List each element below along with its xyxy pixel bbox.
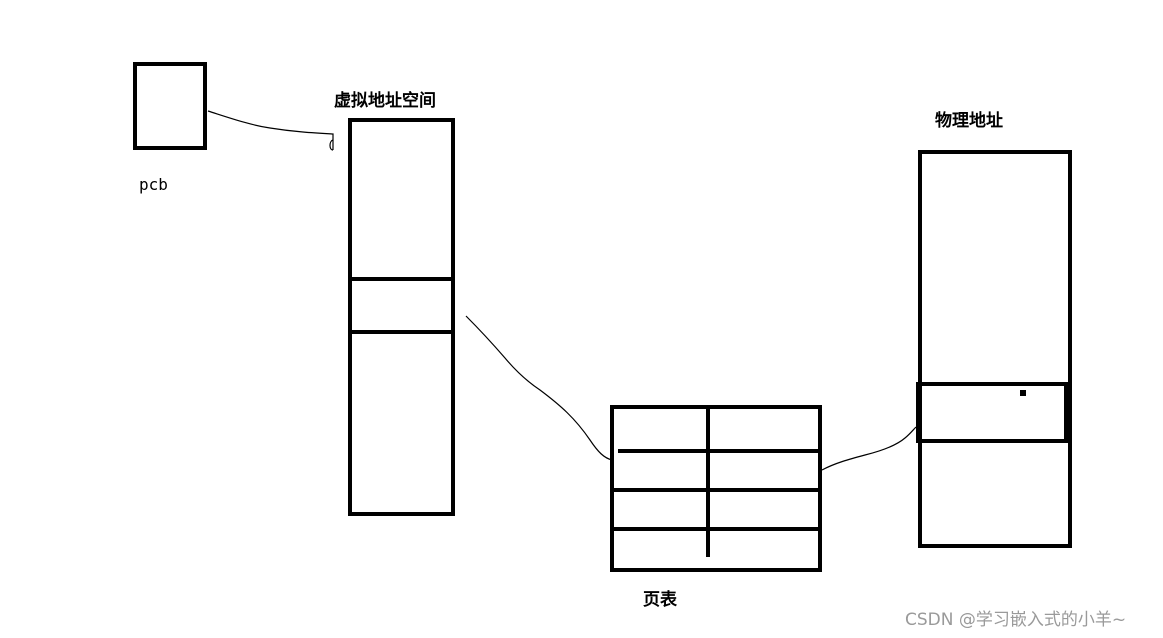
pagetable-to-physical-connector: [821, 426, 917, 471]
page-table-label: 页表: [643, 589, 678, 610]
virtual-space-label: 虚拟地址空间: [334, 90, 436, 111]
physical-memory-box: [918, 150, 1072, 548]
physical-address-label: 物理地址: [935, 110, 1003, 131]
pcb-box: [133, 62, 207, 150]
frame-marker-dot: [1020, 390, 1026, 396]
watermark-text: CSDN @学习嵌入式的小羊~: [905, 610, 1126, 630]
virtual-space-box: [348, 118, 455, 516]
virtual-page-block: [348, 277, 455, 334]
virtual-to-pagetable-connector: [465, 315, 613, 461]
pcb-label: pcb: [139, 175, 168, 194]
physical-frame-block: [916, 382, 1068, 443]
pcb-to-virtual-connector: [207, 110, 334, 151]
